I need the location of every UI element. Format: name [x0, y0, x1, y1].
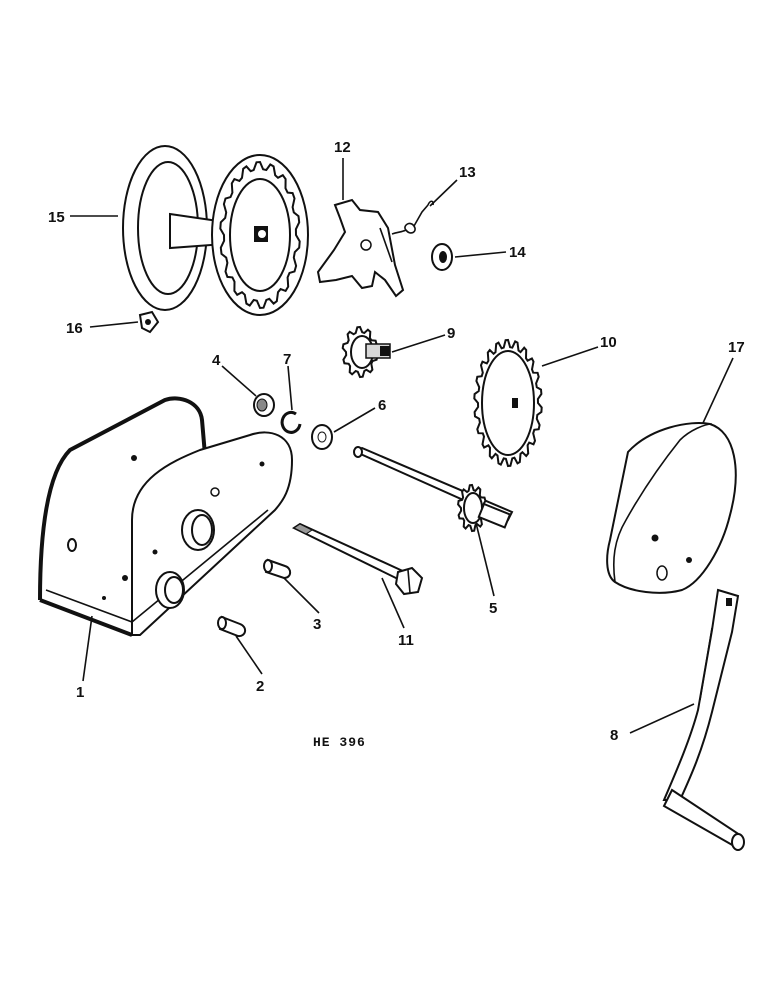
- part-13-spring: [391, 200, 434, 235]
- callout-8: 8: [610, 727, 618, 744]
- callout-17: 17: [728, 339, 745, 356]
- part-3-pin: [263, 558, 292, 580]
- callout-16: 16: [66, 320, 83, 337]
- callout-9: 9: [447, 325, 455, 342]
- part-15-drum: [122, 145, 309, 316]
- callout-labels: 15 12 13 14 16 9 10 17 4 7 6 5 3 11 2 1 …: [48, 139, 745, 744]
- part-14-washer: [431, 243, 453, 271]
- callout-11: 11: [398, 632, 414, 649]
- part-10-sprocket: [473, 338, 543, 468]
- part-12-pawl: [316, 198, 405, 298]
- part-11-bolt: [291, 522, 424, 596]
- leader-lines: [70, 158, 734, 734]
- callout-7: 7: [283, 351, 291, 368]
- part-6-washer: [311, 424, 333, 450]
- part-9-sprocket: [341, 325, 391, 379]
- part-1-frame: [38, 396, 294, 637]
- part-17-cover: [606, 422, 737, 594]
- callout-15: 15: [48, 209, 65, 226]
- part-8-crank: [662, 588, 745, 851]
- callout-12: 12: [334, 139, 351, 156]
- callout-10: 10: [600, 334, 617, 351]
- callout-1: 1: [76, 684, 84, 701]
- callout-13: 13: [459, 164, 476, 181]
- part-4-bushing: [253, 393, 275, 417]
- callout-3: 3: [313, 616, 321, 633]
- part-16-clip: [138, 310, 160, 334]
- callout-6: 6: [378, 397, 386, 414]
- part-5-pinion-shaft: [353, 446, 514, 533]
- callout-5: 5: [489, 600, 497, 617]
- part-2-pin: [217, 615, 246, 638]
- callout-14: 14: [509, 244, 526, 261]
- callout-4: 4: [212, 352, 221, 369]
- drawing-code: HE 396: [313, 735, 366, 750]
- callout-2: 2: [256, 678, 264, 695]
- part-7-snap-ring: [280, 410, 302, 434]
